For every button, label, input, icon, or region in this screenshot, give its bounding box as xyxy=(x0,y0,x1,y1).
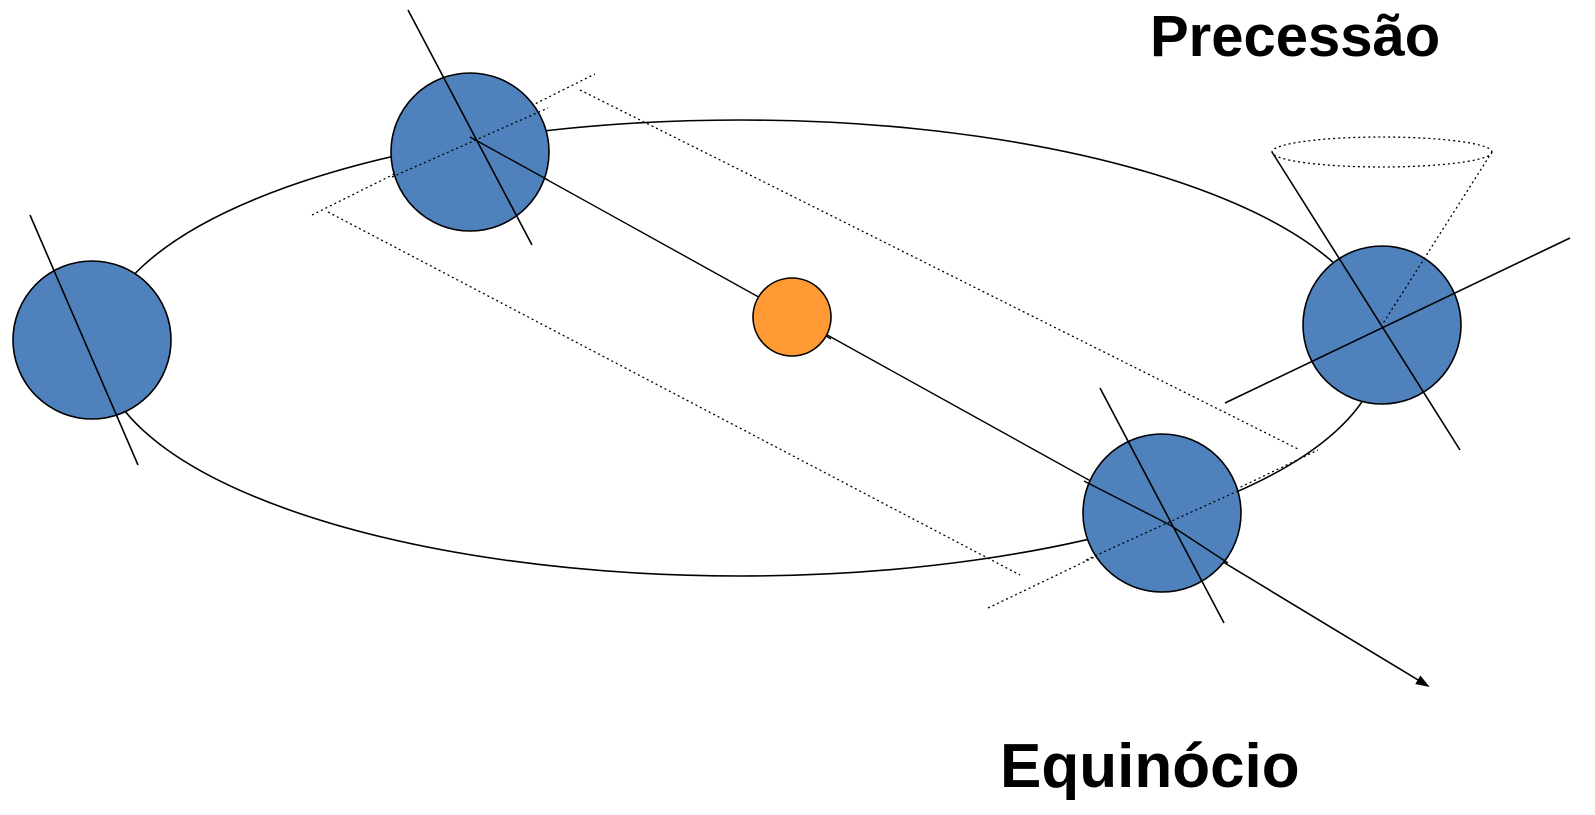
plane-guide-bottom-earth xyxy=(987,449,1319,609)
earth-left-axis xyxy=(29,214,139,466)
earth-right xyxy=(1224,136,1571,451)
earth-bottom-plane xyxy=(1085,489,1241,561)
earth-top xyxy=(390,9,550,246)
plane-guide-lower xyxy=(327,211,1021,576)
earth-right-equator-line xyxy=(1224,237,1571,404)
earth-left-icon xyxy=(12,260,172,420)
equatorial-plane-guides xyxy=(311,73,1319,609)
sun-axis-line-inner xyxy=(825,335,832,340)
precession-cone-side xyxy=(1381,151,1493,326)
earth-bottom-icon xyxy=(1082,433,1242,593)
earth-bottom-sun-line xyxy=(1083,480,1171,526)
earth-top-icon xyxy=(390,72,550,232)
earth-top-sun-line xyxy=(469,136,549,181)
precession-label: Precessão xyxy=(1150,4,1441,69)
earth-bottom xyxy=(1082,387,1242,624)
plane-guide-upper xyxy=(579,89,1301,451)
earth-top-axis xyxy=(407,9,533,246)
precession-cone-rim xyxy=(1271,136,1493,168)
earth-top-plane xyxy=(391,107,549,178)
equinox-arrow xyxy=(1194,544,1430,688)
earth-bottom-axis xyxy=(1099,387,1225,624)
sun-icon xyxy=(752,277,832,357)
earth-right-axis xyxy=(1271,151,1461,451)
equinox-label: Equinócio xyxy=(1000,732,1300,801)
earth-left xyxy=(12,214,172,466)
earth-bottom-arrow-inner xyxy=(1169,524,1229,564)
